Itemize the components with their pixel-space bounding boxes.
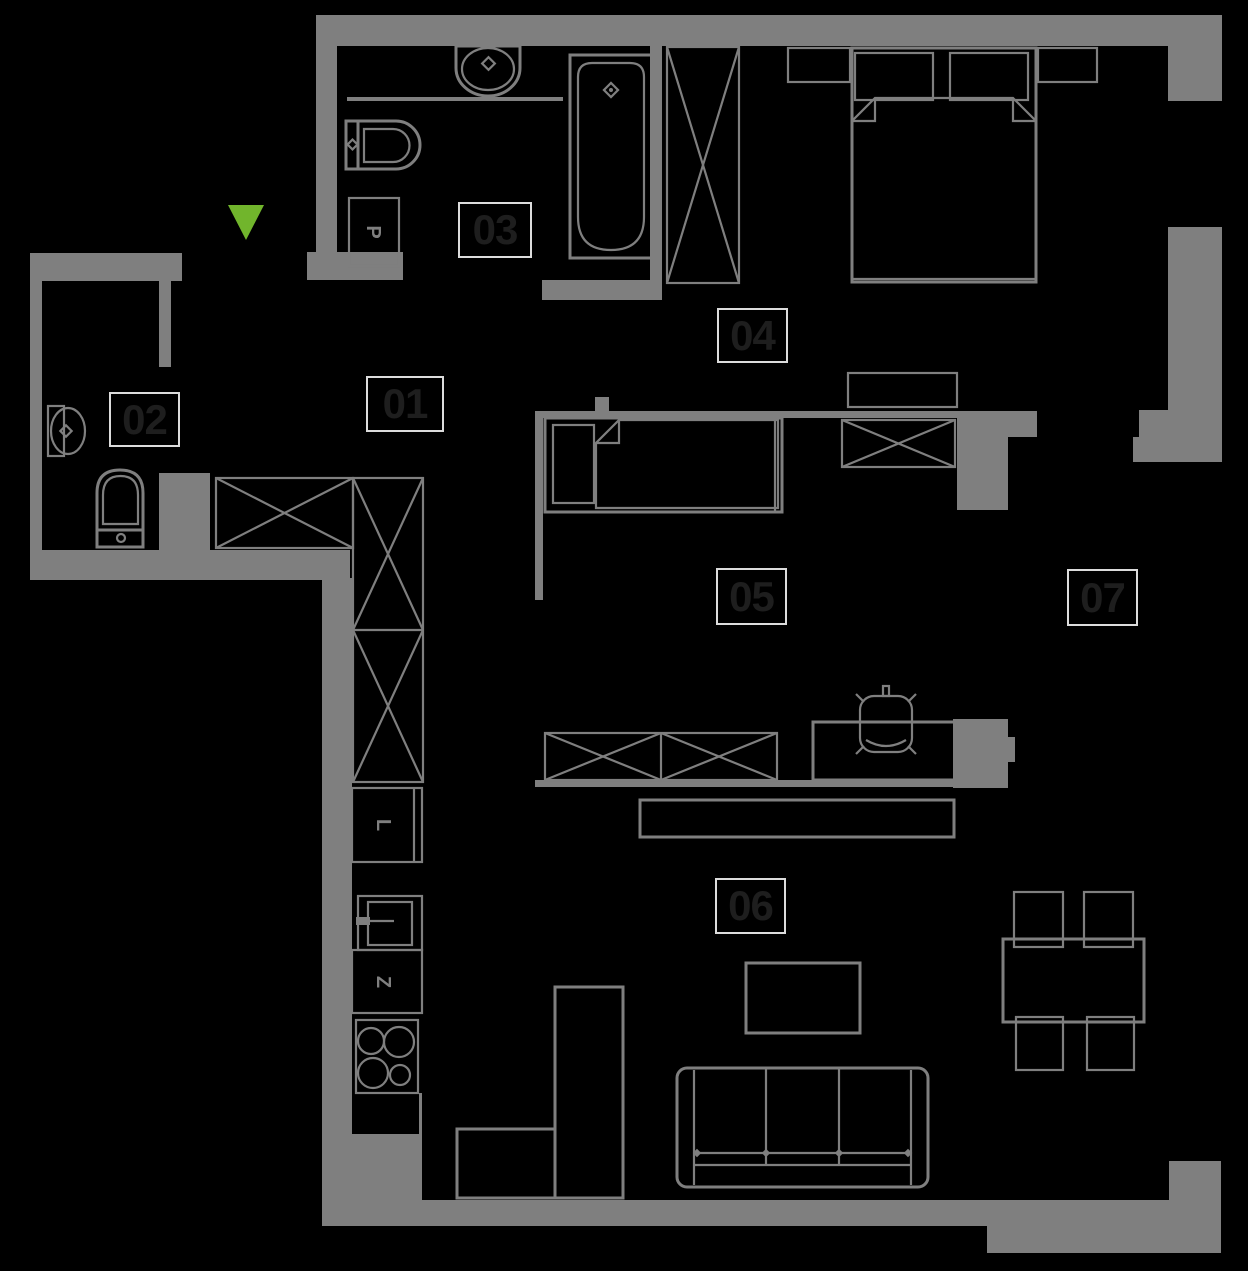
wall-segment: [30, 253, 182, 281]
wc-washbasin: [46, 404, 87, 458]
pillow: [948, 51, 1030, 102]
washing-machine-label: P: [362, 225, 384, 238]
room5-wardrobe: [840, 418, 957, 469]
dining-chair: [1012, 890, 1065, 949]
wall-segment: [1168, 227, 1222, 411]
double-bed: [786, 46, 1099, 284]
pillow: [551, 423, 596, 505]
room-label-01: 01: [366, 376, 444, 432]
single-bed: [543, 416, 784, 514]
hall-wardrobe-vertical: [351, 476, 425, 784]
wall-segment: [322, 578, 352, 1134]
duvet: [850, 96, 1038, 281]
wall-segment: [987, 1226, 1221, 1253]
wall-segment: [316, 15, 1168, 46]
kitchen-cabinet-tall: [553, 985, 625, 1200]
tv-sideboard: [638, 798, 956, 839]
wall-segment: [159, 473, 210, 550]
wall-segment: [542, 280, 662, 300]
wall-partition: [535, 780, 955, 787]
hall-wardrobe-horizontal: [214, 476, 355, 550]
wall-segment: [316, 15, 337, 280]
wall-segment: [1133, 437, 1222, 462]
kitchen-cabinet-low: [455, 1127, 557, 1200]
washing-machine: P: [347, 196, 401, 268]
bathtub: [568, 53, 654, 260]
wall-segment: [1008, 411, 1037, 437]
room-number: 02: [122, 395, 168, 443]
room-label-03: 03: [458, 202, 532, 258]
wall-segment: [352, 1200, 1169, 1226]
room-label-06: 06: [715, 878, 786, 934]
room-number: 01: [382, 380, 429, 427]
nightstand: [786, 46, 852, 84]
pillow: [853, 51, 935, 102]
dishwasher-label: Z: [372, 976, 394, 988]
wall-segment: [1008, 737, 1015, 762]
kitchen-sink: [356, 894, 424, 952]
wall-segment: [957, 411, 1008, 510]
room-number: 04: [730, 311, 776, 359]
dishwasher: Z: [350, 948, 424, 1015]
dining-table: [1001, 937, 1146, 1024]
sofa: [675, 1066, 930, 1189]
room-label-04: 04: [717, 308, 788, 363]
counter-edge-line: [419, 1093, 422, 1134]
dining-chair: [1014, 1015, 1065, 1072]
walls: [30, 15, 1222, 1253]
vanity-counter-line: [347, 97, 563, 101]
door-jamb: [595, 397, 609, 411]
room-label-05: 05: [716, 568, 787, 625]
wall-segment: [30, 550, 350, 580]
room-label-07: 07: [1067, 569, 1138, 626]
room-number: 06: [728, 882, 774, 929]
wall-segment: [1139, 410, 1222, 437]
nightstand: [1036, 46, 1099, 84]
duvet: [594, 418, 780, 510]
dining-chair: [1082, 890, 1135, 949]
room5-sideboard: [543, 731, 779, 782]
room-number: 05: [729, 572, 775, 620]
wall-segment: [159, 281, 171, 367]
wc-toilet: [95, 468, 145, 549]
wall-segment: [953, 719, 1008, 788]
bedroom-dresser: [846, 371, 959, 409]
bedroom-wardrobe: [665, 45, 741, 285]
coffee-table: [744, 961, 862, 1035]
wall-segment: [30, 253, 42, 580]
desk-chair: [855, 684, 917, 755]
fridge: L: [350, 786, 424, 864]
desk: [811, 720, 962, 782]
room-number: 07: [1080, 573, 1126, 621]
wall-partition: [535, 411, 957, 418]
dining-table-set: [1001, 890, 1146, 1072]
cooktop: [354, 1018, 420, 1095]
bathroom-washbasin: [454, 44, 522, 98]
wall-partition: [535, 418, 543, 600]
room-label-02: 02: [109, 392, 180, 447]
wall-segment: [1168, 15, 1222, 101]
room-number: 03: [472, 206, 519, 253]
dining-chair: [1085, 1015, 1136, 1072]
wall-segment: [1169, 1161, 1221, 1226]
fridge-label: L: [372, 819, 394, 831]
bathroom-toilet: [344, 119, 422, 171]
entrance-arrow-icon: [228, 205, 264, 240]
